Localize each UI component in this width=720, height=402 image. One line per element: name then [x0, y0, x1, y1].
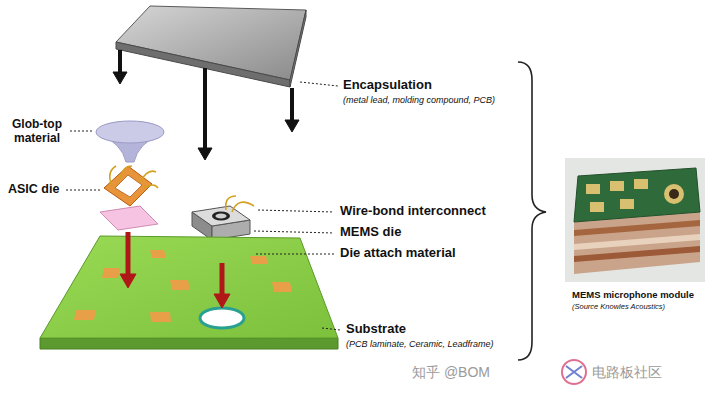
substrate-top [40, 236, 338, 338]
logo-ring [562, 360, 586, 384]
pad [150, 312, 171, 322]
part-name: Wire-bond interconnect [340, 204, 486, 219]
pad [590, 202, 604, 212]
watermark: 知乎 @BOM [412, 364, 490, 380]
module-photo [565, 158, 705, 282]
part-name: Substrate [346, 322, 406, 337]
leader-line [256, 254, 334, 255]
arrow-head [285, 120, 299, 132]
photo-source: (Source Knowles Acoustics) [572, 303, 665, 312]
arrow-shaft [290, 88, 294, 122]
mems-top [192, 206, 250, 226]
substrate-edge [40, 338, 338, 349]
pad [170, 280, 190, 290]
bond-wires [110, 166, 158, 188]
module-top [574, 168, 700, 222]
mems-membrane-ring [212, 212, 230, 221]
arrow-shaft [203, 68, 207, 150]
pad [610, 181, 624, 191]
mems-die [192, 196, 254, 240]
part-note: (PCB laminate, Ceramic, Leadframe) [346, 339, 494, 349]
asic-face [115, 175, 142, 197]
watermark: 电路板社区 [592, 364, 662, 380]
part-name: Die attach material [340, 246, 456, 261]
arrow-shaft [126, 232, 131, 276]
pad [272, 282, 292, 292]
bond-wire [226, 196, 236, 210]
bond-wires [226, 196, 254, 212]
part-name: ASIC die [8, 182, 59, 196]
arrow-shaft [220, 263, 225, 296]
leader-line [70, 131, 94, 132]
photo-ground [565, 158, 705, 282]
watermark-logo [562, 360, 586, 384]
asic-body [104, 166, 152, 206]
leader-line [66, 190, 100, 191]
part-name: MEMS die [340, 225, 401, 240]
part-name: Glob-top material [4, 118, 70, 146]
substrate [40, 236, 338, 349]
logo-mark [566, 366, 582, 378]
encapsulation-lid [116, 6, 306, 87]
lid-side [290, 10, 306, 87]
part-name: Encapsulation [343, 78, 432, 93]
glob-top-cap [96, 121, 164, 143]
arrow-head [198, 148, 212, 160]
leader-line [322, 328, 340, 330]
pad [102, 268, 120, 278]
module-port-ring [664, 184, 684, 204]
arrow-head [113, 72, 127, 84]
bond-wire [110, 166, 116, 186]
module-layers [574, 212, 700, 274]
glob-top [96, 121, 164, 162]
grouping-brace [518, 62, 546, 360]
arrow-shaft [118, 50, 122, 74]
pad [74, 310, 96, 320]
leader-lines [66, 82, 340, 330]
sound-port [200, 308, 244, 328]
bond-wire [144, 185, 158, 188]
pad [250, 256, 268, 264]
assembly-arrows [120, 232, 230, 308]
pad [586, 184, 600, 194]
substrate-pads [74, 250, 292, 322]
module-layer [574, 246, 700, 262]
die-attach-pad [100, 206, 158, 230]
bond-wire [120, 166, 132, 180]
asic-die [104, 166, 158, 206]
leader-line [258, 210, 334, 212]
pad [150, 250, 166, 258]
part-note: (metal lead, molding compound, PCB) [343, 95, 495, 105]
arrow-head [214, 294, 230, 308]
pad [620, 199, 634, 209]
module-layer [574, 220, 700, 236]
bond-wire [140, 171, 156, 182]
leader-line [300, 82, 338, 86]
module-pads [586, 179, 648, 212]
photo-caption: MEMS microphone module [572, 290, 694, 301]
bond-wire [232, 202, 254, 212]
pad [634, 179, 648, 189]
arrow-head [120, 274, 136, 288]
mems-membrane [216, 213, 227, 218]
leader-line [254, 231, 334, 233]
module-port [669, 189, 679, 199]
